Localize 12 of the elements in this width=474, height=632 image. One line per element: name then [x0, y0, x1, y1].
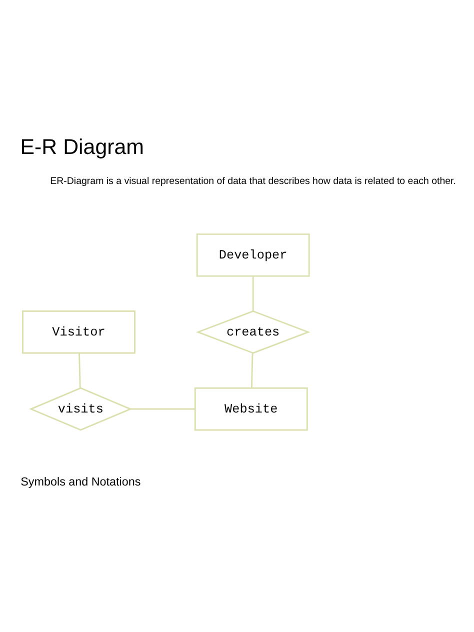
connector — [252, 276, 254, 310]
diagram-title: E-R Diagram — [20, 134, 144, 158]
connector — [130, 408, 196, 410]
node-diamond: creates — [196, 310, 310, 354]
node-box: Website — [194, 386, 308, 430]
label: Symbols and Notations — [20, 475, 141, 488]
node-diamond: visits — [29, 386, 132, 430]
label: ER-Diagram is a visual representation of data that describes how data is related to each other. — [50, 176, 456, 187]
connector — [78, 352, 81, 388]
node-box: Visitor — [22, 310, 136, 354]
connector — [250, 352, 254, 388]
node-box: Developer — [196, 232, 310, 276]
